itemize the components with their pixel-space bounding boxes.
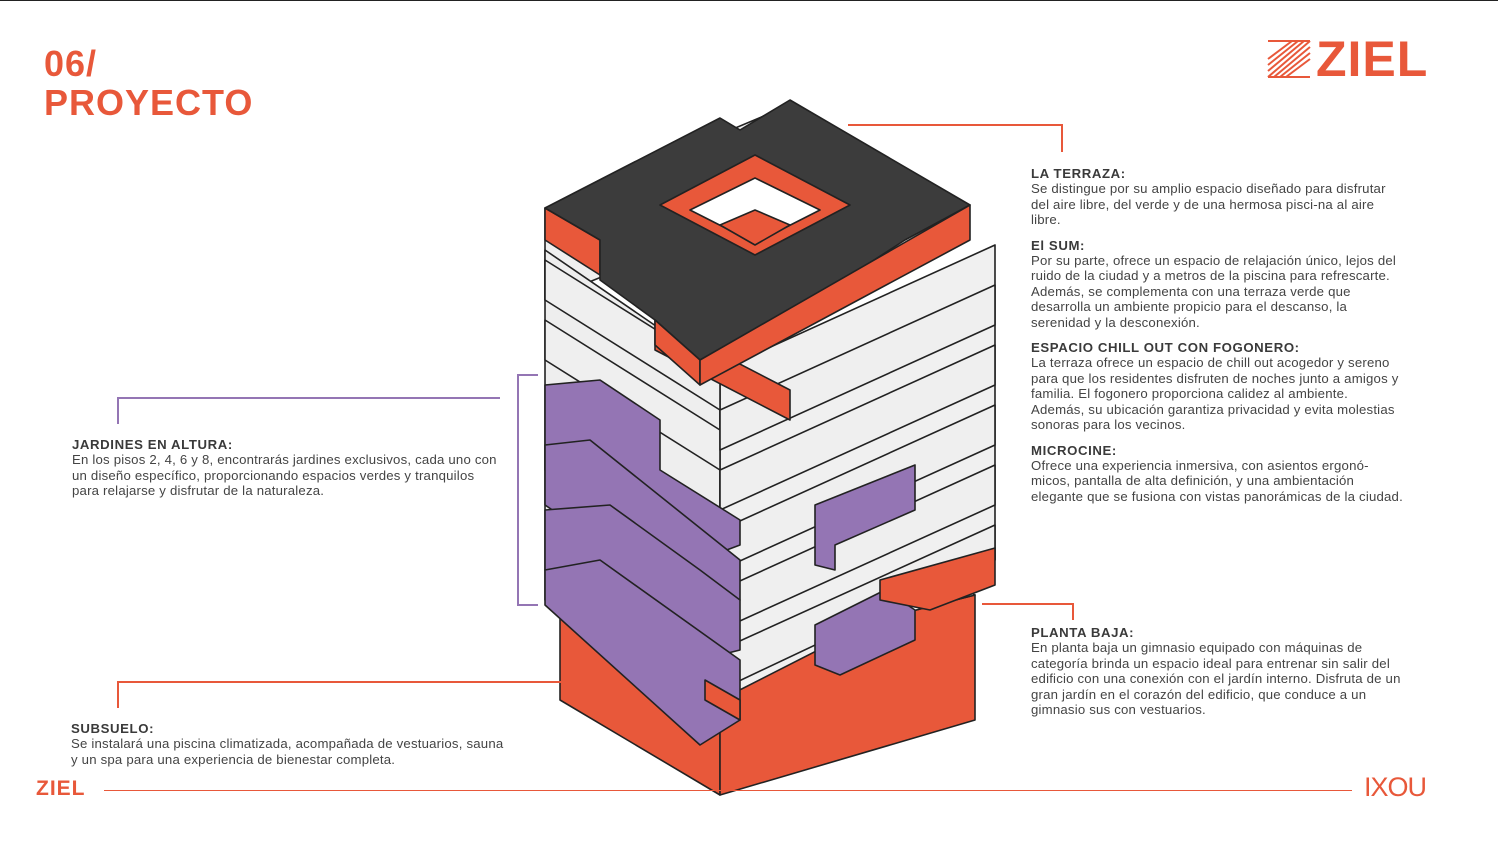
microcine-text: Ofrece una experiencia inmersiva, con as…: [1031, 457, 1403, 504]
bracket-jardines: [517, 374, 538, 606]
section-chill: ESPACIO CHILL OUT CON FOGONERO: La terra…: [1031, 340, 1403, 432]
section-title: PROYECTO: [44, 82, 254, 123]
chill-text: La terraza ofrece un espacio de chill ou…: [1031, 355, 1399, 433]
ziel-logo: ZIEL: [1266, 32, 1456, 86]
subsuelo-heading: SUBSUELO:: [71, 721, 155, 736]
section-jardines: JARDINES EN ALTURA: En los pisos 2, 4, 6…: [72, 437, 502, 499]
terraza-heading: LA TERRAZA:: [1031, 166, 1126, 181]
chill-heading: ESPACIO CHILL OUT CON FOGONERO:: [1031, 340, 1300, 356]
top-border: [0, 0, 1498, 1]
floor-band: [719, 344, 996, 511]
sum-text: Por su parte, ofrece un espacio de relaj…: [1031, 253, 1397, 330]
planta-baja-heading: PLANTA BAJA:: [1031, 625, 1135, 640]
planta-baja-text: En planta baja un gimnasio equipado con …: [1031, 640, 1401, 718]
section-number: 06/: [44, 43, 98, 84]
garden-block: [814, 464, 916, 571]
connector-jardines: [117, 397, 500, 424]
sum-heading: El SUM:: [1031, 237, 1086, 253]
connector-subsuelo: [117, 681, 600, 708]
slab-orange: [879, 547, 996, 611]
roof-pool-water: [719, 209, 791, 246]
section-terraza: LA TERRAZA: Se distingue por su amplio e…: [1031, 166, 1403, 228]
terraza-text: Se distingue por su amplio espacio diseñ…: [1031, 181, 1386, 228]
connector-planta-baja: [982, 603, 1074, 620]
section-microcine: MICROCINE: Ofrece una experiencia inmers…: [1031, 443, 1403, 505]
ixou-logo: IXOU: [1364, 772, 1427, 802]
connector-terraza: [848, 124, 1063, 152]
slab-orange: [704, 679, 741, 721]
amenities-list: LA TERRAZA: Se distingue por su amplio e…: [1031, 166, 1403, 514]
roof-edge: [699, 204, 971, 386]
microcine-heading: MICROCINE:: [1031, 442, 1117, 458]
section-planta-baja: PLANTA BAJA: En planta baja un gimnasio …: [1031, 625, 1403, 717]
section-sum: El SUM: Por su parte, ofrece un espacio …: [1031, 238, 1403, 330]
jardines-text: En los pisos 2, 4, 6 y 8, encontrarás ja…: [72, 452, 497, 499]
footer-divider: [104, 790, 1352, 791]
footer-ziel-logo: ZIEL: [36, 777, 86, 800]
page-title: 06/ PROYECTO: [44, 44, 253, 122]
section-subsuelo: SUBSUELO: Se instalará una piscina clima…: [71, 721, 511, 767]
ziel-logo-word: ZIEL: [1316, 31, 1429, 87]
ziel-logo-mark-icon: [1267, 40, 1311, 78]
jardines-heading: JARDINES EN ALTURA:: [72, 437, 233, 452]
subsuelo-text: Se instalará una piscina climatizada, ac…: [71, 736, 504, 767]
